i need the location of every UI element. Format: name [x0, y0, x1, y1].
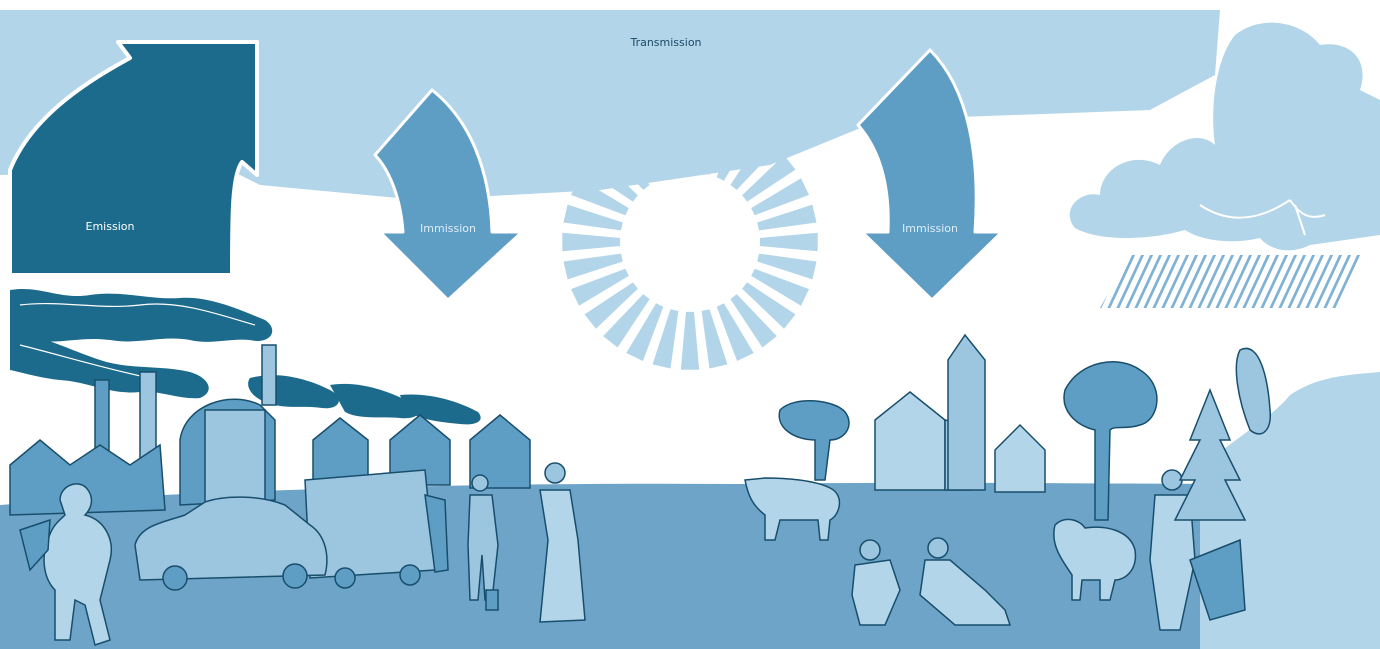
transmission-label: Transmission: [629, 36, 701, 49]
tower-icon: [948, 335, 985, 490]
sun-ray: [562, 233, 620, 251]
sun-ray: [760, 233, 818, 251]
emission-label: Emission: [86, 220, 135, 233]
immission-label-right: Immission: [902, 222, 958, 235]
rock-right: [1236, 348, 1270, 433]
immission-label-left: Immission: [420, 222, 476, 235]
rain-icon: [1100, 255, 1360, 308]
sun-ray: [681, 312, 699, 370]
